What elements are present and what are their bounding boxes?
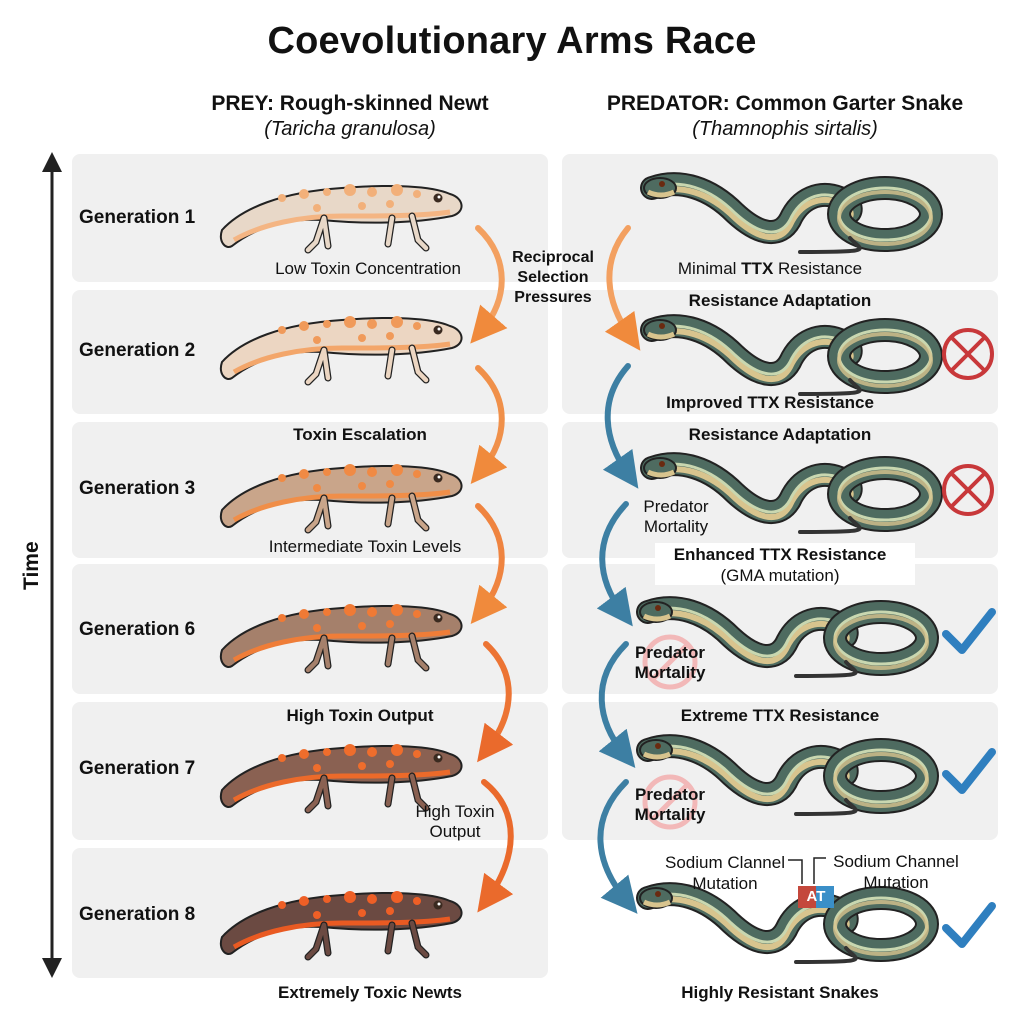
newt-illustration-gen1: [220, 184, 463, 254]
snake-illustration-5: [636, 734, 939, 816]
reciprocal-selection-label: Reciprocal Selection Pressures: [512, 249, 594, 306]
predator-caption-gma: (GMA mutation): [720, 566, 840, 585]
predator-heading: PREDATOR: Common Garter Snake: [606, 92, 964, 115]
predator-arrow-1-2: [604, 225, 641, 351]
predator-arrow-2-3: [602, 363, 639, 489]
prey-caption-gen1: Low Toxin Concentration: [275, 259, 461, 278]
predator-arrow-4-5: [598, 641, 636, 768]
prey-arrow-1-2: [470, 225, 508, 344]
faded-prohibition-icon: [642, 774, 698, 830]
generation-label: Generation 6: [79, 619, 196, 640]
mutation-leader-lines: [788, 857, 826, 884]
newt-illustration-gen2: [220, 316, 463, 386]
predator-species: (Thamnophis sirtalis): [692, 118, 878, 140]
checkmark-icon: [942, 608, 996, 654]
predator-caption-extreme: Extreme TTX Resistance: [680, 706, 880, 725]
prey-species: (Taricha granulosa): [264, 118, 436, 140]
prey-caption-high-output: High Toxin Output: [286, 706, 434, 725]
newt-illustration-gen7: [220, 744, 463, 814]
newt-illustration-gen8: [220, 891, 463, 961]
prey-footer: Extremely Toxic Newts: [278, 983, 462, 1002]
mutation-label-right: Sodium Channel Mutation: [833, 852, 959, 892]
generation-label: Generation 8: [79, 904, 196, 925]
snake-illustration-3: [640, 452, 943, 534]
generation-label: Generation 1: [79, 207, 196, 228]
snake-illustration-2: [640, 314, 943, 396]
generation-label: Generation 2: [79, 340, 196, 361]
prey-arrow-3-6: [470, 503, 508, 624]
predator-caption-1: Minimal TTX Resistance: [677, 259, 863, 278]
mutation-label-left: Sodium Clannel Mutation: [664, 853, 785, 893]
predator-caption-adaptation-2: Resistance Adaptation: [688, 425, 872, 444]
prey-arrow-6-7: [477, 641, 514, 763]
predator-caption-enhanced: Enhanced TTX Resistance: [673, 545, 887, 564]
mutation-code-badge: AT: [798, 886, 834, 908]
predator-mortality-note-3: Predator Mortality: [643, 497, 709, 536]
snake-illustration-4: [636, 596, 939, 678]
time-axis-arrow: [42, 152, 62, 978]
predator-mortality-note-4: Predator Mortality: [634, 643, 706, 682]
prey-arrow-7-8: [477, 779, 514, 913]
newt-illustration-gen3: [220, 464, 463, 534]
faded-prohibition-icon: [642, 634, 698, 690]
predator-arrow-3-4: [596, 501, 633, 627]
predator-arrow-5-6: [597, 779, 638, 914]
fail-x-icon: [942, 464, 994, 516]
predator-mortality-note-5: Predator Mortality: [634, 785, 706, 824]
snake-illustration-6: [636, 882, 939, 964]
predator-caption-improved: Improved TTX Resistance: [666, 393, 874, 412]
fail-x-icon: [942, 328, 994, 380]
page-title: Coevolutionary Arms Race: [267, 20, 757, 62]
prey-arrow-2-3: [470, 365, 508, 484]
generation-label: Generation 7: [79, 758, 196, 779]
newt-illustration-gen6: [220, 604, 463, 674]
prey-side-note-gen7: High Toxin Output: [415, 802, 495, 841]
prey-caption-escalation: Toxin Escalation: [293, 425, 427, 444]
prey-heading: PREY: Rough-skinned Newt: [211, 92, 489, 115]
checkmark-icon: [942, 748, 996, 794]
generation-label: Generation 3: [79, 478, 196, 499]
predator-caption-adaptation-1: Resistance Adaptation: [688, 291, 872, 310]
predator-footer: Highly Resistant Snakes: [681, 983, 879, 1002]
prey-caption-gen3: Intermediate Toxin Levels: [268, 537, 462, 556]
snake-illustration-1: [640, 172, 943, 254]
checkmark-icon: [942, 902, 996, 948]
